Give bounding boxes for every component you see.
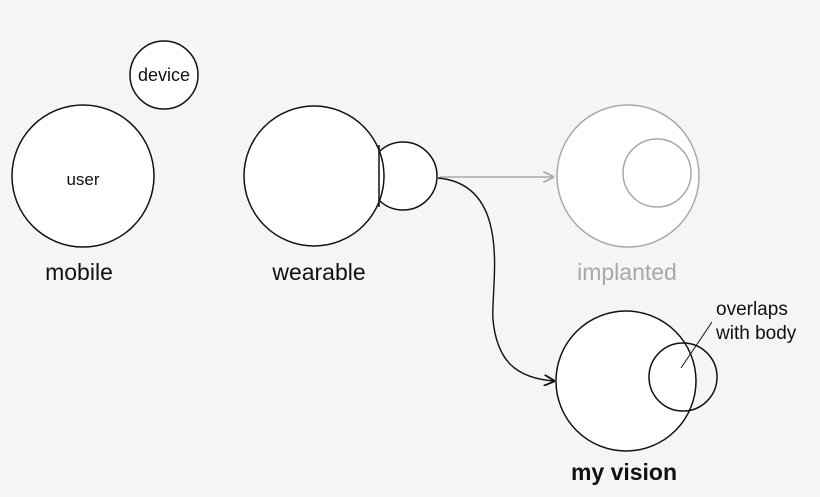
implanted-group: implanted — [556, 104, 700, 285]
mobile-label: mobile — [45, 259, 113, 285]
user-label: user — [66, 170, 99, 189]
device-label: device — [138, 65, 190, 85]
implanted-label: implanted — [577, 259, 677, 285]
vision-device-circle — [648, 342, 718, 412]
user-circle — [11, 104, 155, 248]
wearable-group: wearable — [243, 105, 438, 285]
annotation-line-2: with body — [715, 323, 797, 344]
my-vision-label: my vision — [571, 459, 677, 485]
device-circle — [129, 40, 199, 110]
my-vision-group: overlaps with body my vision — [555, 299, 797, 485]
implanted-user-circle — [556, 104, 700, 248]
mobile-group: device user mobile — [11, 40, 199, 285]
vision-user-circle — [555, 310, 697, 452]
annotation-leader-line — [680, 321, 713, 369]
wearable-label: wearable — [271, 259, 365, 285]
annotation-line-1: overlaps — [716, 299, 788, 320]
arrow-to-my-vision — [437, 177, 554, 381]
implanted-device-circle — [622, 138, 692, 208]
wearable-user-circle — [243, 105, 385, 247]
